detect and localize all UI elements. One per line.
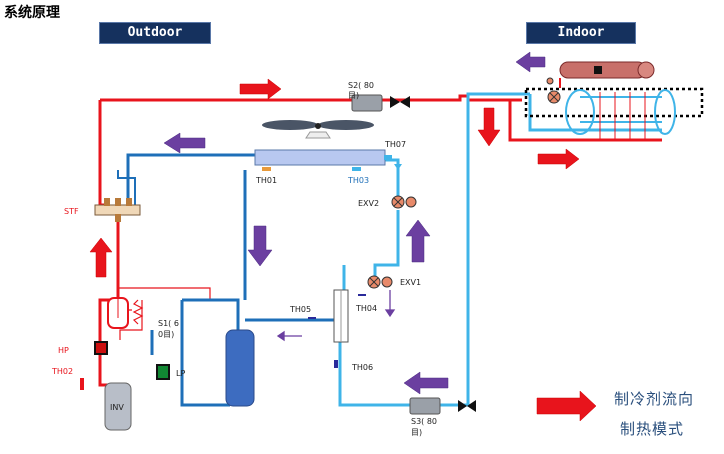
accumulator xyxy=(225,329,255,407)
coil-right xyxy=(654,89,676,135)
th06-label: TH06 xyxy=(351,363,373,372)
s2-label-2: 目) xyxy=(348,91,359,100)
hot-pipe-indoor xyxy=(508,100,662,142)
s2-valve-right xyxy=(400,96,410,108)
capillary-coil xyxy=(132,299,144,325)
inverter-compressor xyxy=(104,382,132,431)
th01-label: TH01 xyxy=(255,176,277,185)
th06-sensor xyxy=(334,360,338,368)
s3-strainer xyxy=(409,397,441,415)
s1-label: S1( 6 xyxy=(158,319,179,328)
purple-arrow-indoor xyxy=(515,51,546,73)
th02-label: TH02 xyxy=(51,367,73,376)
s1-label-2: 0目) xyxy=(158,330,174,339)
legend-cooling-text: 制冷剂流向 xyxy=(614,390,695,408)
purple-arrow-down xyxy=(247,225,273,267)
thin-purple-arrows xyxy=(276,290,396,342)
exv1-label: EXV1 xyxy=(400,278,421,287)
indoor-header: Indoor xyxy=(526,22,636,44)
purple-arrow-hx xyxy=(163,132,206,154)
th07-sensor xyxy=(384,155,392,160)
page-title: 系统原理 xyxy=(4,5,60,21)
s3-label-2: 目) xyxy=(411,428,422,437)
th07-label: TH07 xyxy=(384,140,406,149)
cold-pipe-exv2 xyxy=(373,210,400,282)
stf-four-way-valve xyxy=(94,198,141,222)
indoor-fan-cylinder xyxy=(559,61,655,79)
hp-switch xyxy=(94,341,108,355)
indoor-unit-box xyxy=(524,87,704,118)
cold-pipe-indoor xyxy=(528,94,662,132)
outdoor-heat-exchanger xyxy=(254,149,386,166)
legend-red-arrow xyxy=(536,390,597,422)
hot-pipes xyxy=(98,78,662,387)
s3-valve-right xyxy=(467,400,476,412)
s3-label: S3( 80 xyxy=(411,417,437,426)
lp-switch xyxy=(156,364,170,380)
th04-label: TH04 xyxy=(355,304,377,313)
red-flow-arrows xyxy=(89,78,597,422)
s2-label: S2( 80 xyxy=(348,81,374,90)
exv1-valve xyxy=(367,275,393,289)
outdoor-fan-icon xyxy=(262,120,374,139)
indoor-coil xyxy=(565,89,676,140)
exv2-valve xyxy=(391,195,417,209)
cold-pipes xyxy=(338,92,662,407)
cold-pipe-bottom xyxy=(338,340,410,407)
th05-label: TH05 xyxy=(289,305,311,314)
s3-valve-left xyxy=(458,400,467,412)
outdoor-header: Outdoor xyxy=(99,22,211,44)
cold-pipe-right xyxy=(440,92,530,407)
s2-valve-left xyxy=(390,96,400,108)
th03-sensor xyxy=(352,167,361,171)
coil-left xyxy=(565,89,595,135)
pipe-suction xyxy=(180,300,230,407)
th01-sensor xyxy=(262,167,271,171)
purple-arrow-up xyxy=(405,219,431,263)
th02-sensor xyxy=(80,378,84,390)
stf-label: STF xyxy=(64,207,79,216)
hot-pipe-left xyxy=(98,100,108,207)
red-arrow-down xyxy=(477,107,501,147)
indoor-expansion-valve xyxy=(546,77,561,104)
hp-label: HP xyxy=(58,346,69,355)
exv2-label: EXV2 xyxy=(358,199,379,208)
th07-valve xyxy=(394,164,402,170)
lp-label: LP xyxy=(176,369,185,378)
red-arrow-right xyxy=(537,148,580,170)
pipe-stf-top xyxy=(117,170,136,205)
pipe-to-hx xyxy=(126,153,255,205)
th03-label: TH03 xyxy=(347,176,369,185)
purple-arrow-bottom xyxy=(403,371,449,395)
s2-strainer xyxy=(351,94,383,112)
red-arrow-up xyxy=(89,237,113,278)
inv-label: INV xyxy=(110,403,124,412)
red-arrow-top xyxy=(239,78,282,100)
hot-pipe-top xyxy=(100,94,522,102)
pipe-accum-top xyxy=(182,298,240,330)
purple-flow-arrows xyxy=(163,51,546,395)
legend-heating-text: 制热模式 xyxy=(620,420,685,438)
